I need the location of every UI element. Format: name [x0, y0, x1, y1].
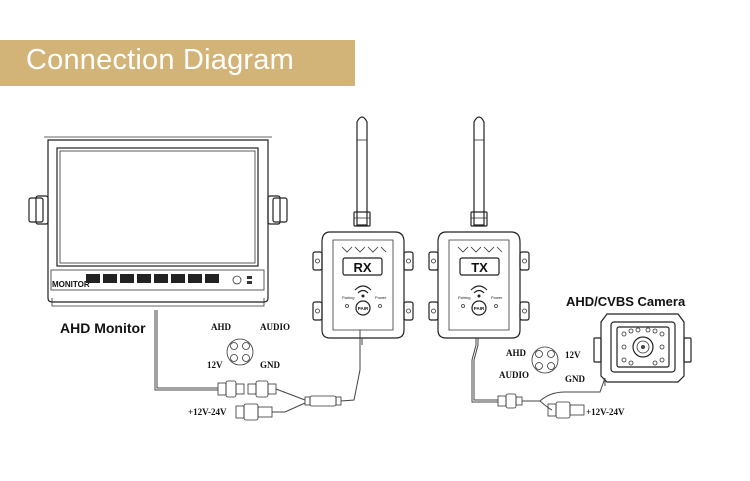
title-banner: Connection Diagram	[0, 40, 355, 86]
tx-antenna-icon	[470, 116, 488, 227]
rx-pairing-led-label: Pairing	[342, 295, 354, 300]
right-aviation-cable: +12V-24V	[497, 377, 625, 419]
tx-label: TX	[471, 260, 488, 275]
monitor-ir-sensor-icon	[232, 275, 242, 285]
rx-antenna-icon	[353, 116, 371, 227]
camera-lens-icon	[632, 336, 654, 358]
tx-pair-label: PAIR	[474, 306, 485, 311]
rx-power-led-label: Power	[375, 295, 387, 300]
monitor-caption: AHD Monitor	[60, 320, 146, 336]
ahd-monitor: MONITOR	[28, 136, 288, 307]
left-aviation-cable: +12V-24V	[188, 330, 361, 421]
left-pin-gnd-label: GND	[260, 360, 281, 370]
tx-power-led-label: Power	[491, 295, 503, 300]
monitor-bracket-right	[267, 195, 281, 225]
monitor-brand-label: MONITOR	[52, 280, 90, 289]
monitor-screen	[56, 147, 259, 267]
monitor-buttons	[86, 274, 219, 283]
right-power-label: +12V-24V	[586, 407, 625, 417]
camera-caption: AHD/CVBS Camera	[566, 294, 686, 309]
rx-module: RX Pairing Power PAIR	[312, 116, 414, 345]
left-pin-12v-label: 12V	[207, 360, 223, 370]
right-pin-ahd-label: AHD	[506, 348, 527, 358]
page-title: Connection Diagram	[26, 44, 294, 76]
rx-wifi-icon	[354, 285, 372, 298]
rx-pair-label: PAIR	[358, 306, 369, 311]
right-pin-gnd-label: GND	[565, 374, 586, 384]
left-pin-audio-label: AUDIO	[260, 322, 290, 332]
tx-module: TX Pairing Power PAIR	[428, 116, 530, 403]
camera-ir-leds	[621, 327, 665, 366]
right-pin-audio-label: AUDIO	[499, 370, 529, 380]
right-pin-12v-label: 12V	[565, 350, 581, 360]
tx-wifi-icon	[470, 285, 488, 298]
rx-label: RX	[353, 260, 371, 275]
left-power-label: +12V-24V	[188, 407, 227, 417]
tx-pairing-led-label: Pairing	[458, 295, 470, 300]
ahd-cvbs-camera	[593, 313, 692, 386]
right-connector-pinout: AHD 12V AUDIO GND	[499, 346, 586, 384]
left-pin-ahd-label: AHD	[211, 322, 232, 332]
tx-pair-button[interactable]	[471, 300, 487, 316]
rx-pair-button[interactable]	[355, 300, 371, 316]
left-connector-pinout: AHD AUDIO 12V GND	[207, 322, 290, 370]
